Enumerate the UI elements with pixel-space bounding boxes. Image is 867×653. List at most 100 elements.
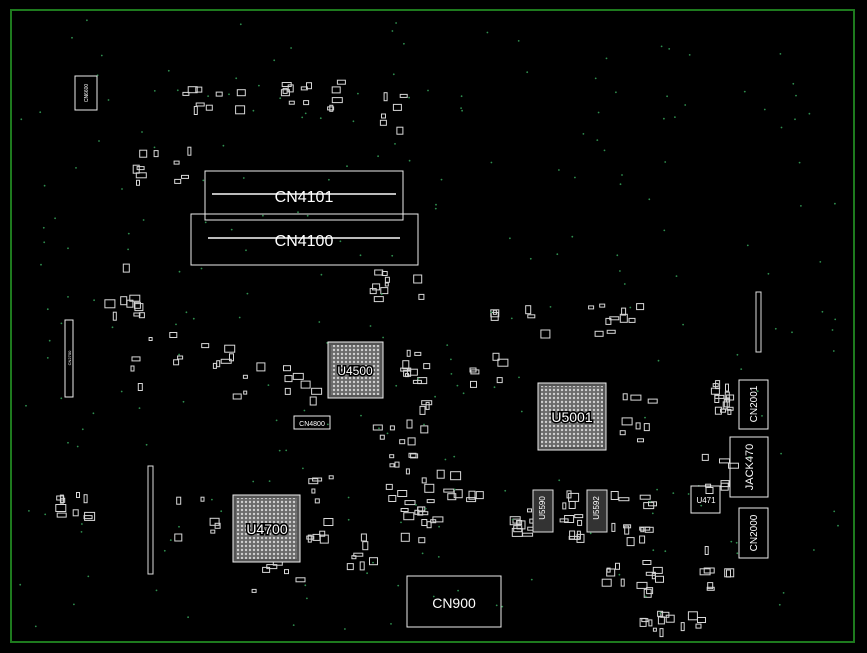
connector-cn2001[interactable]: CN2001 — [738, 379, 769, 430]
connector-cn2700[interactable]: CN2700 — [64, 319, 74, 398]
small-component — [707, 582, 714, 590]
via-dot — [390, 623, 392, 625]
chip-u5001[interactable]: U5001 — [537, 382, 607, 451]
connector-cn6600[interactable]: CN6600 — [74, 75, 98, 111]
small-component — [492, 309, 497, 315]
via-dot — [779, 53, 782, 55]
via-dot — [238, 316, 241, 319]
small-component — [712, 383, 719, 388]
via-dot — [792, 82, 795, 85]
small-component — [205, 104, 213, 111]
via-dot — [267, 384, 270, 386]
small-component — [266, 564, 278, 570]
connector-cn900[interactable]: CN900 — [406, 575, 502, 628]
via-dot — [526, 71, 529, 74]
small-component — [714, 406, 722, 415]
via-dot — [450, 373, 453, 375]
via-dot — [529, 257, 532, 260]
via-dot — [424, 507, 427, 510]
u5001-label: U5001 — [551, 409, 592, 425]
chip-u4700[interactable]: U4700 — [232, 494, 301, 563]
via-dot — [589, 532, 592, 535]
via-dot — [837, 524, 839, 527]
via-dot — [169, 539, 172, 541]
via-dot — [495, 604, 498, 607]
via-dot — [100, 54, 103, 57]
small-component — [619, 430, 626, 436]
via-dot — [202, 179, 205, 182]
small-component — [120, 296, 128, 306]
chip-u471[interactable]: U471 — [690, 485, 721, 514]
small-component — [720, 408, 726, 413]
via-dot — [800, 205, 802, 207]
small-component — [148, 337, 153, 341]
u471-label: U471 — [696, 496, 716, 505]
small-component — [177, 355, 184, 360]
small-component — [408, 452, 417, 458]
small-component — [243, 390, 248, 395]
via-dot — [138, 407, 141, 409]
via-dot — [279, 97, 282, 100]
via-dot — [242, 177, 245, 179]
small-component — [657, 616, 665, 625]
small-component — [384, 282, 389, 287]
via-dot — [460, 107, 462, 109]
small-component — [699, 568, 711, 576]
via-dot — [304, 584, 307, 587]
small-component — [283, 365, 291, 372]
chip-u5590[interactable]: U5590 — [532, 489, 554, 533]
connector-cn4800[interactable]: CN4800 — [293, 415, 331, 430]
small-component — [705, 487, 714, 494]
via-dot — [672, 492, 675, 494]
via-dot — [301, 116, 304, 119]
connector-jack470[interactable]: JACK470 — [729, 436, 769, 498]
via-dot — [319, 117, 322, 120]
via-dot — [427, 89, 429, 92]
via-dot — [93, 299, 95, 302]
small-component — [568, 501, 576, 509]
small-component — [703, 567, 715, 574]
small-component — [725, 383, 729, 392]
small-component — [384, 276, 390, 283]
cn6600-label: CN6600 — [84, 84, 90, 103]
via-dot — [530, 578, 533, 581]
via-dot — [245, 249, 247, 252]
small-component — [594, 330, 604, 337]
connector-cn4100[interactable]: CN4100 — [190, 213, 419, 266]
via-dot — [46, 357, 49, 359]
small-component — [353, 552, 364, 557]
small-component — [200, 496, 205, 502]
small-component — [385, 483, 393, 490]
small-component — [540, 329, 551, 339]
via-dot — [359, 254, 362, 257]
via-dot — [391, 30, 394, 32]
cn4101-label: CN4101 — [275, 189, 334, 206]
small-component — [400, 367, 412, 372]
via-dot — [688, 54, 691, 56]
small-component — [492, 352, 500, 361]
chip-u4500[interactable]: U4500 — [327, 341, 384, 399]
via-dot — [619, 270, 621, 272]
small-component — [525, 305, 532, 315]
via-dot — [211, 498, 213, 501]
small-component — [169, 332, 178, 338]
small-component — [135, 172, 147, 179]
chip-u5592[interactable]: U5592 — [586, 489, 608, 533]
small-component — [450, 471, 462, 481]
connector-cn4101[interactable]: CN4101 — [204, 170, 404, 221]
small-component — [369, 288, 377, 295]
connector-cn2000[interactable]: CN2000 — [738, 507, 769, 559]
via-dot — [408, 96, 410, 99]
via-dot — [43, 184, 46, 187]
small-component — [714, 394, 725, 399]
via-dot — [394, 143, 396, 145]
via-dot — [778, 603, 781, 606]
small-component — [421, 477, 427, 484]
cn2000-label: CN2000 — [749, 514, 760, 551]
via-dots-layer — [19, 19, 839, 630]
small-component — [331, 86, 341, 94]
small-component — [466, 497, 477, 503]
via-dot — [230, 228, 233, 231]
via-dot — [395, 22, 397, 24]
small-component — [496, 377, 503, 384]
